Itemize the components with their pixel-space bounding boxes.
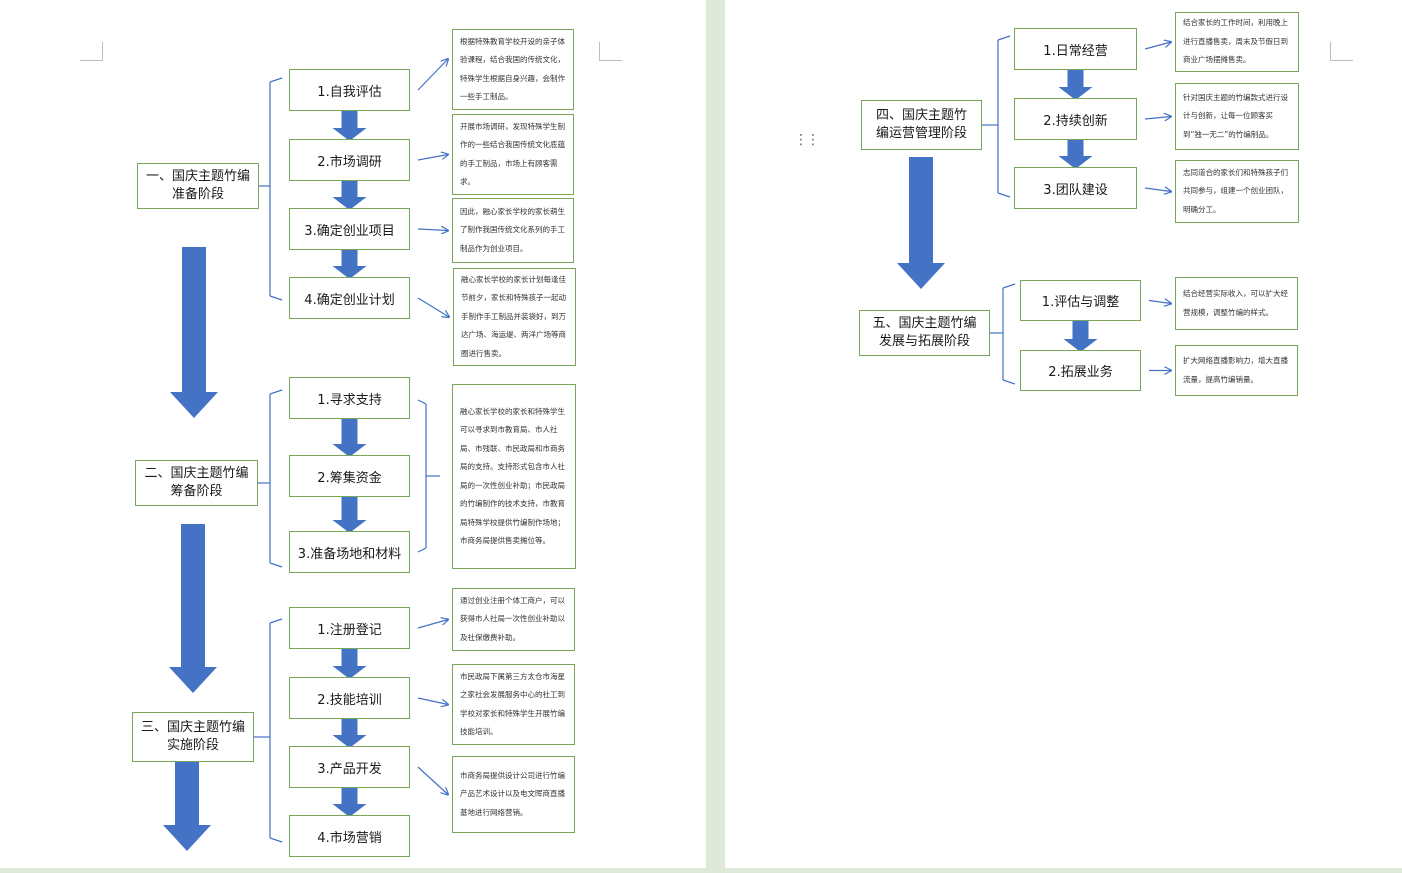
page-corner-mark <box>80 42 103 61</box>
step-box: 2.持续创新 <box>1014 98 1137 140</box>
note-box: 开展市场调研，发现特殊学生制作的一些结合我国传统文化底蕴的手工制品，市场上有顾客… <box>452 114 574 195</box>
note-box: 针对国庆主题的竹编款式进行设计与创新，让每一位顾客买到“独一无二”的竹编制品。 <box>1175 83 1299 150</box>
note-box: 结合经营实际收入，可以扩大经营规模，调整竹编的样式。 <box>1175 277 1298 330</box>
step-box: 3.准备场地和材料 <box>289 531 410 573</box>
note-box: 市商务局提供设计公司进行竹编产品艺术设计以及电文晖商直播基地进行网络营销。 <box>452 756 575 833</box>
step-box: 4.市场营销 <box>289 815 410 857</box>
page-corner-mark <box>599 42 622 61</box>
note-box: 融心家长学校的家长计划每逢佳节前夕，家长和特殊孩子一起动手制作手工制品并装袋好，… <box>453 268 576 366</box>
note-box: 因此，融心家长学校的家长萌生了制作我国传统文化系列的手工制品作为创业项目。 <box>452 198 574 263</box>
page-corner-mark <box>1330 42 1353 61</box>
step-box: 3.团队建设 <box>1014 167 1137 209</box>
stage-box: 三、国庆主题竹编实施阶段 <box>132 712 254 762</box>
note-box: 市民政局下属第三方太仓市海星之家社会发展服务中心的社工到学校对家长和特殊学生开展… <box>452 664 575 745</box>
step-box: 3.产品开发 <box>289 746 410 788</box>
step-box: 1.评估与调整 <box>1020 280 1141 321</box>
step-box: 4.确定创业计划 <box>289 277 410 319</box>
note-box: 志同道合的家长们和特殊孩子们共同参与，组建一个创业团队，明确分工。 <box>1175 160 1299 223</box>
note-box: 结合家长的工作时间，利用晚上进行直播售卖，周末及节假日到商业广场摆摊售卖。 <box>1175 12 1299 72</box>
stage-box: 五、国庆主题竹编发展与拓展阶段 <box>859 310 990 356</box>
step-box: 1.自我评估 <box>289 69 410 111</box>
document-page-left <box>0 0 706 868</box>
step-box: 3.确定创业项目 <box>289 208 410 250</box>
note-box: 根据特殊教育学校开设的亲子体验课程，结合我国的传统文化，特殊学生根据自身兴趣，会… <box>452 29 574 110</box>
step-box: 2.筹集资金 <box>289 455 410 497</box>
stage-box: 一、国庆主题竹编准备阶段 <box>137 163 259 209</box>
step-box: 1.日常经营 <box>1014 28 1137 70</box>
step-box: 1.寻求支持 <box>289 377 410 419</box>
note-box: 扩大网络直播影响力，增大直播流量，提高竹编销量。 <box>1175 345 1298 396</box>
note-box: 通过创业注册个体工商户，可以获得市人社局一次性创业补助以及社保缴费补助。 <box>452 588 575 651</box>
note-box: 融心家长学校的家长和特殊学生可以寻求到市教育局、市人社局、市残联、市民政局和市商… <box>452 384 576 569</box>
step-box: 1.注册登记 <box>289 607 410 649</box>
drag-handle-icon[interactable]: ⋮⋮ <box>794 132 820 148</box>
step-box: 2.市场调研 <box>289 139 410 181</box>
step-box: 2.拓展业务 <box>1020 350 1141 391</box>
step-box: 2.技能培训 <box>289 677 410 719</box>
stage-box: 二、国庆主题竹编筹备阶段 <box>135 460 258 506</box>
stage-box: 四、国庆主题竹编运营管理阶段 <box>861 100 982 150</box>
